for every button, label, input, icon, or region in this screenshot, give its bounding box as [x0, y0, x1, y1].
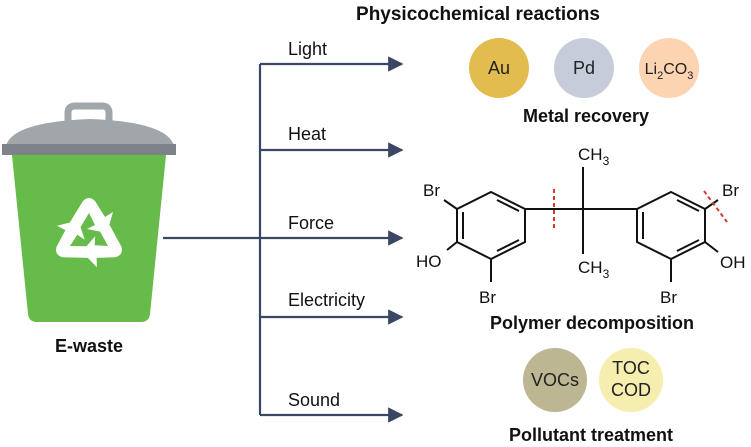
polymer-structure: Br HO Br Br OH Br CH3 CH3	[416, 145, 746, 307]
atom-ch3-top: CH3	[578, 145, 610, 168]
pollutant-circle-toc-cod: TOC COD	[599, 348, 663, 412]
atom-br-bottom-left: Br	[479, 288, 496, 307]
atom-ho: HO	[416, 252, 442, 271]
atom-br-bottom-right: Br	[660, 288, 677, 307]
atom-br-top-left: Br	[423, 181, 440, 200]
pollutant-circle-vocs: VOCs	[523, 348, 587, 412]
stimulus-arrows	[163, 56, 404, 423]
stimulus-electricity: Electricity	[288, 290, 365, 310]
atom-ch3-bottom: CH3	[578, 258, 610, 281]
metal-recovery-label: Metal recovery	[523, 106, 649, 126]
stimulus-heat: Heat	[288, 124, 326, 144]
stimulus-force: Force	[288, 213, 334, 233]
atom-br-top-right: Br	[722, 181, 739, 200]
svg-text:Au: Au	[488, 58, 510, 78]
e-waste-label: E-waste	[55, 336, 123, 356]
atom-oh: OH	[720, 253, 746, 272]
metal-circle-pd: Pd	[554, 38, 614, 98]
svg-text:VOCs: VOCs	[531, 370, 579, 390]
metal-circle-li2co3: Li2CO3	[639, 38, 699, 98]
svg-text:TOC: TOC	[612, 358, 650, 378]
diagram-title: Physicochemical reactions	[356, 4, 600, 25]
recycle-symbol-icon	[56, 198, 122, 268]
polymer-decomposition-label: Polymer decomposition	[490, 313, 694, 333]
svg-text:Li2CO3: Li2CO3	[645, 61, 694, 82]
recycle-bin-icon	[2, 102, 176, 322]
svg-text:COD: COD	[611, 380, 651, 400]
pollutant-treatment-label: Pollutant treatment	[509, 425, 673, 445]
svg-text:Pd: Pd	[573, 58, 595, 78]
metal-circle-au: Au	[469, 38, 529, 98]
stimulus-sound: Sound	[288, 390, 340, 410]
stimulus-light: Light	[288, 39, 327, 59]
